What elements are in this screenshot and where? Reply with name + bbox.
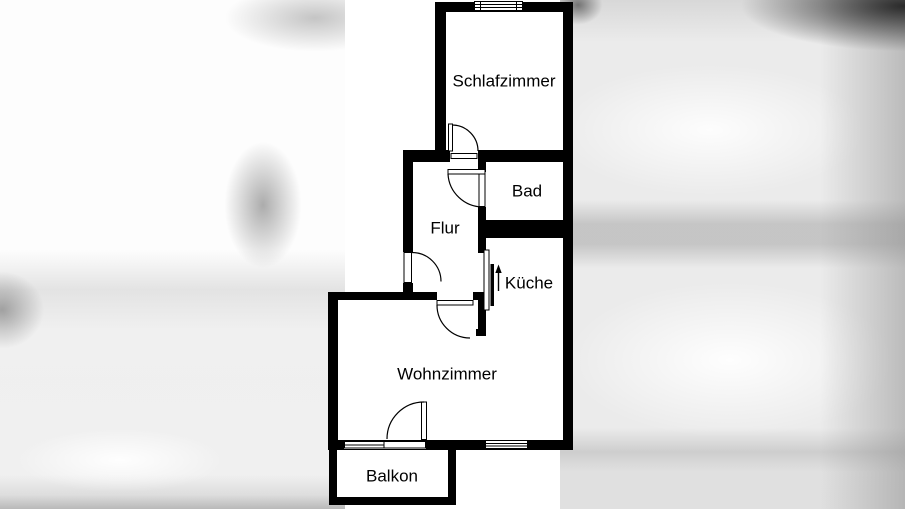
window-kueche-bottom — [485, 440, 528, 449]
room-label-kueche: Küche — [504, 273, 554, 293]
wall-divider-endcap — [476, 329, 486, 336]
wall-balkon-bottom — [329, 497, 456, 505]
room-label-balkon: Balkon — [366, 466, 418, 486]
up-arrow-icon — [495, 264, 502, 291]
room-label-schlafzimmer: Schlafzimmer — [452, 71, 556, 91]
doors — [386, 123, 486, 440]
wall-wohnzimmer-left — [328, 292, 338, 450]
blurred-background-left — [0, 0, 345, 509]
wall-flur-bad-top — [403, 150, 573, 162]
window-schlafzimmer-top — [474, 1, 523, 11]
windows — [344, 1, 528, 449]
wall-wohnzimmer-top — [328, 292, 481, 300]
wall-balkon-right — [448, 450, 456, 505]
wall-schlafzimmer-left — [435, 2, 446, 162]
door-bad — [447, 169, 486, 208]
door-balkon — [386, 401, 427, 440]
wall-bottom — [328, 440, 573, 450]
door-wohnzimmer — [436, 300, 474, 339]
room-floors — [328, 2, 573, 505]
window-wohnzimmer-left — [344, 441, 426, 449]
door-schlafzimmer — [448, 123, 479, 159]
room-label-bad: Bad — [511, 181, 543, 201]
wall-flur-kueche-divider — [478, 162, 486, 336]
wall-balkon-left — [329, 450, 337, 505]
kueche-panel-symbol — [483, 249, 502, 311]
wall-flur-left — [403, 150, 413, 297]
blurred-background-right — [560, 0, 905, 509]
room-label-flur: Flur — [430, 218, 460, 238]
door-entrance — [403, 251, 442, 283]
room-label-wohnzimmer: Wohnzimmer — [397, 364, 497, 384]
wall-bad-kueche — [478, 220, 573, 238]
